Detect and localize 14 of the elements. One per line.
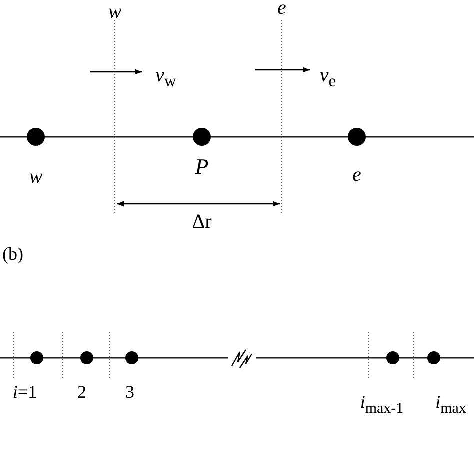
index-label: i$_{max-1}$ [360, 393, 404, 417]
velocity-label: v$_{e}$ [320, 66, 336, 90]
velocity-label: v$_{w}$ [156, 66, 176, 90]
point-label: P [195, 156, 209, 178]
index-label: i$_{max}$ [436, 393, 466, 417]
index-label: i=1 [12, 383, 38, 401]
dimension-label: Δr [192, 212, 212, 232]
index-label: 2 [78, 383, 86, 401]
face-label: w [108, 2, 122, 22]
point-label: e [352, 165, 362, 185]
face-label: e [278, 0, 286, 18]
panel-label: (b) [2, 245, 24, 263]
index-label: 3 [126, 383, 134, 401]
point-label: w [29, 167, 43, 187]
